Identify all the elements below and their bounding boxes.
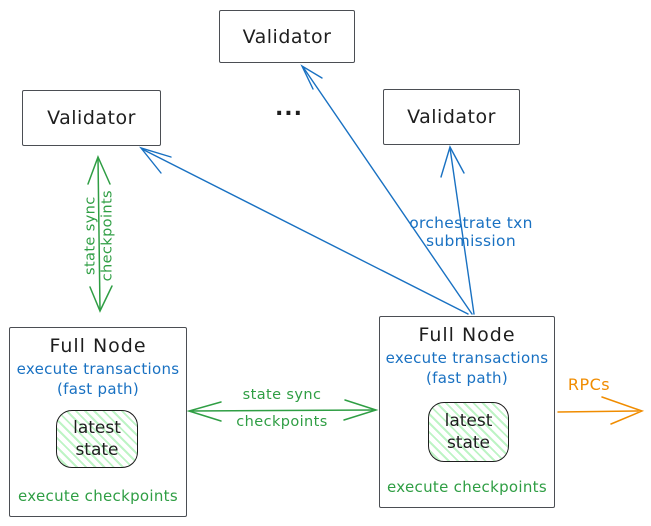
full-node-left-execute-checkpoints: execute checkpoints — [18, 487, 178, 505]
latest-state-left-line1: latest — [73, 417, 121, 438]
latest-state-box-right: latest state — [428, 402, 509, 462]
validator-ellipsis: ... — [274, 96, 304, 121]
full-node-box-right: Full Node execute transactions (fast pat… — [379, 316, 555, 508]
latest-state-right-line1: latest — [444, 410, 493, 431]
validator-right-label: Validator — [407, 106, 496, 128]
full-node-left-title: Full Node — [49, 335, 147, 357]
full-node-right-title: Full Node — [418, 324, 516, 346]
state-sync-vertical-label-line2: checkpoints — [99, 189, 115, 282]
full-node-left-fast-path: (fast path) — [56, 380, 140, 398]
state-sync-vertical-label: state sync checkpoints — [82, 167, 115, 305]
full-node-left-execute-transactions: execute transactions — [16, 360, 180, 378]
full-node-right-execute-transactions: execute transactions — [385, 349, 549, 367]
state-sync-vertical-label-line1: state sync — [82, 196, 99, 275]
rpcs-label: RPCs — [567, 375, 611, 394]
validator-left-label: Validator — [47, 107, 136, 129]
validator-top-label: Validator — [242, 25, 332, 48]
validator-box-right: Validator — [383, 89, 520, 145]
rpcs-arrow — [557, 396, 645, 425]
full-node-right-fast-path: (fast path) — [425, 369, 509, 387]
validator-box-left: Validator — [22, 90, 161, 146]
orchestrate-txn-submission-label: orchestrate txn submission — [409, 214, 533, 250]
latest-state-left-line2: state — [75, 440, 119, 460]
latest-state-right-line2: state — [446, 433, 491, 453]
state-sync-horizontal-label-line2: checkpoints — [236, 414, 328, 430]
latest-state-box-left: latest state — [56, 410, 138, 468]
validator-box-top: Validator — [219, 10, 355, 63]
full-node-right-execute-checkpoints: execute checkpoints — [387, 478, 547, 496]
state-sync-horizontal-label-line1: state sync — [242, 387, 322, 403]
full-node-box-left: Full Node execute transactions (fast pat… — [9, 327, 187, 517]
